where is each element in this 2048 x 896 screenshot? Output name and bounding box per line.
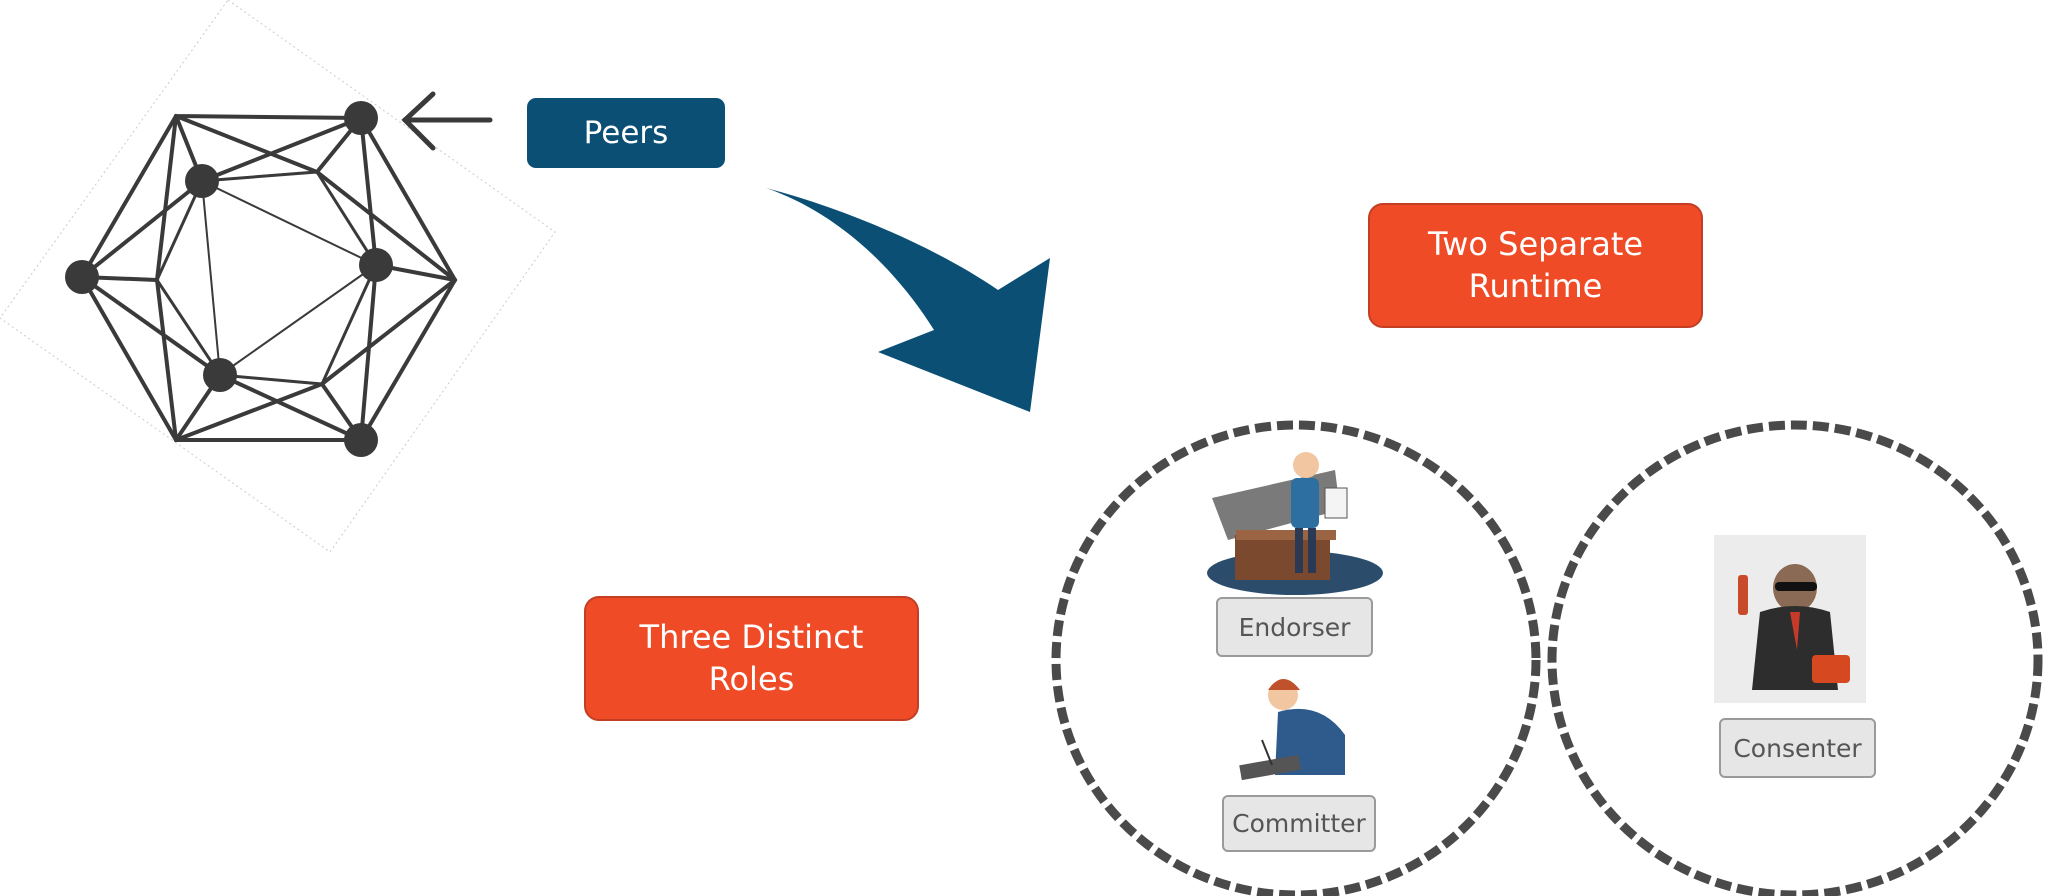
curved-arrow-icon: [766, 188, 1050, 412]
network-node: [359, 248, 393, 282]
network-node: [344, 423, 378, 457]
network-node: [203, 358, 237, 392]
endorser-label: Endorser: [1216, 597, 1373, 657]
committer-text: Committer: [1232, 809, 1366, 838]
consenter-figure-icon: [1714, 535, 1866, 703]
network-node: [185, 164, 219, 198]
network-icon: [79, 114, 458, 442]
committer-figure-icon: [1239, 679, 1345, 781]
runtime-label: Two Separate Runtime: [1427, 224, 1644, 305]
roles-label: Three Distinct Roles: [639, 617, 864, 698]
network-node: [65, 260, 99, 294]
endorser-text: Endorser: [1238, 612, 1351, 642]
runtime-circle-right: [1547, 420, 2043, 896]
peers-label-box: Peers: [527, 98, 725, 168]
runtime-label-box: Two Separate Runtime: [1368, 203, 1703, 328]
consenter-text: Consenter: [1733, 733, 1862, 763]
endorser-figure-icon: [1207, 452, 1383, 595]
committer-label: Committer: [1222, 795, 1376, 852]
peers-label: Peers: [583, 114, 669, 151]
network-nodes: [65, 101, 393, 457]
runtime-circle-left: [1051, 420, 1541, 896]
roles-label-box: Three Distinct Roles: [584, 596, 919, 721]
network-node: [344, 101, 378, 135]
consenter-label: Consenter: [1719, 718, 1876, 778]
arrow-left-icon: [401, 91, 493, 151]
